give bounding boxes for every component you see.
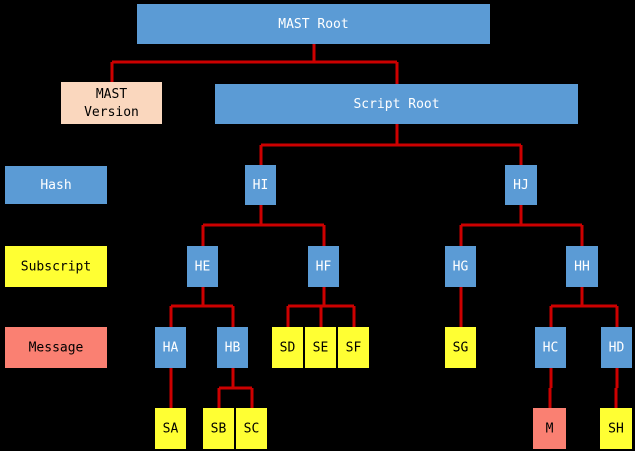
node-sd[interactable]: SD	[272, 327, 303, 368]
node-m-label: M	[546, 421, 554, 436]
node-ha[interactable]: HA	[155, 327, 186, 368]
legend-subscript-label: Subscript	[21, 259, 91, 274]
node-hf-label: HF	[316, 259, 332, 274]
edge-scriptroot-children	[259, 124, 523, 165]
legend-message-box	[5, 327, 107, 368]
node-script-root-label: Script Root	[353, 97, 439, 112]
node-hd-box	[601, 327, 632, 368]
node-sh-label: SH	[608, 421, 624, 436]
node-hf[interactable]: HF	[308, 246, 339, 287]
node-mast-root[interactable]: MAST Root	[137, 4, 490, 44]
node-hg-label: HG	[453, 259, 469, 274]
legend-subscript: Subscript	[5, 246, 107, 287]
node-sa[interactable]: SA	[155, 408, 186, 449]
node-script-root[interactable]: Script Root	[215, 84, 578, 124]
node-hg[interactable]: HG	[445, 246, 476, 287]
edge-hb-children	[217, 368, 254, 408]
legend-message-label: Message	[29, 340, 84, 355]
node-ha-box	[155, 327, 186, 368]
node-m-box	[533, 408, 566, 449]
node-sc-label: SC	[244, 421, 260, 436]
node-sh-box	[600, 408, 632, 449]
node-se[interactable]: SE	[305, 327, 336, 368]
node-hh-box	[566, 246, 598, 287]
legend-message: Message	[5, 327, 107, 368]
node-sb-label: SB	[211, 421, 227, 436]
node-hb-label: HB	[225, 340, 241, 355]
node-hj-label: HJ	[513, 178, 529, 193]
edge-mastroot-children	[110, 44, 399, 84]
node-he-box	[187, 246, 218, 287]
node-hd-label: HD	[609, 340, 625, 355]
node-hj[interactable]: HJ	[505, 165, 537, 205]
node-hc[interactable]: HC	[535, 327, 566, 368]
node-sg-label: SG	[453, 340, 469, 355]
node-hi-box	[245, 165, 276, 205]
edge-hc-children	[548, 368, 553, 408]
node-sf[interactable]: SF	[338, 327, 369, 368]
node-hg-box	[445, 246, 476, 287]
node-he[interactable]: HE	[187, 246, 218, 287]
node-sb-box	[203, 408, 234, 449]
node-hi-label: HI	[253, 178, 269, 193]
node-se-label: SE	[313, 340, 329, 355]
legend-hash-label: Hash	[40, 178, 71, 193]
node-sg[interactable]: SG	[445, 327, 476, 368]
node-se-box	[305, 327, 336, 368]
node-hc-label: HC	[543, 340, 559, 355]
node-sd-box	[272, 327, 303, 368]
node-sa-label: SA	[163, 421, 179, 436]
node-hb-box	[217, 327, 248, 368]
node-mast-root-label: MAST Root	[278, 17, 348, 32]
legend-hash: Hash	[5, 166, 107, 204]
node-hj-box	[505, 165, 537, 205]
edge-hf-children	[286, 287, 356, 327]
edge-he-children	[169, 287, 235, 327]
node-hh[interactable]: HH	[566, 246, 598, 287]
node-hb[interactable]: HB	[217, 327, 248, 368]
node-hh-label: HH	[574, 259, 590, 274]
node-sd-label: SD	[280, 340, 296, 355]
node-m[interactable]: M	[533, 408, 566, 449]
legend-subscript-box	[5, 246, 107, 287]
node-script-root-box	[215, 84, 578, 124]
node-hf-box	[308, 246, 339, 287]
node-sh[interactable]: SH	[600, 408, 632, 449]
node-sf-box	[338, 327, 369, 368]
legend-hash-box	[5, 166, 107, 204]
node-sc[interactable]: SC	[236, 408, 267, 449]
connector-layer	[110, 44, 619, 408]
node-mast-root-box	[137, 4, 490, 44]
node-hi[interactable]: HI	[245, 165, 276, 205]
node-sb[interactable]: SB	[203, 408, 234, 449]
node-sg-box	[445, 327, 476, 368]
node-hc-box	[535, 327, 566, 368]
node-ha-label: HA	[163, 340, 179, 355]
edge-hi-children	[201, 205, 326, 246]
edge-hd-children	[614, 368, 619, 408]
node-he-label: HE	[195, 259, 211, 274]
node-sc-box	[236, 408, 267, 449]
edge-hj-children	[459, 205, 584, 246]
node-hd[interactable]: HD	[601, 327, 632, 368]
node-sa-box	[155, 408, 186, 449]
node-mast-version-box	[61, 82, 162, 124]
edge-hh-children	[549, 287, 619, 327]
node-sf-label: SF	[346, 340, 362, 355]
